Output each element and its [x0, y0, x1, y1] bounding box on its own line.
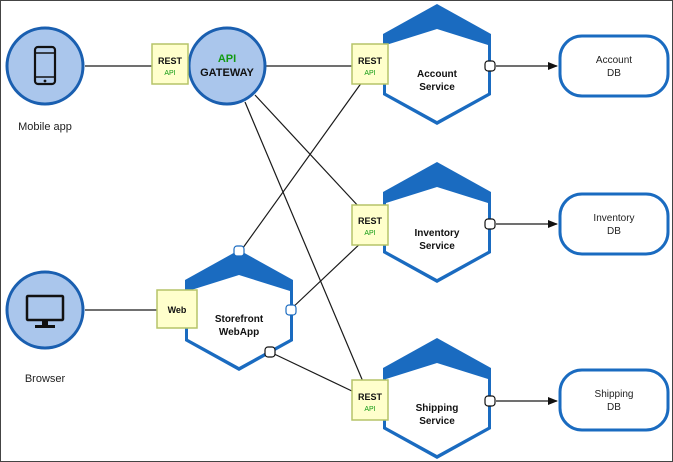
inventory-service-node[interactable]: Inventory Service — [383, 162, 491, 283]
shipping-rest-interface[interactable]: REST API — [351, 379, 389, 421]
edge-storefront-shipping — [269, 351, 355, 393]
account-db-line2: DB — [607, 68, 621, 79]
inventory-port — [484, 218, 496, 230]
rest-label: REST — [358, 216, 383, 226]
rest-label: REST — [358, 392, 383, 402]
browser-label: Browser — [25, 373, 66, 385]
shipping-service-line1: Shipping — [416, 403, 459, 414]
mobile-app-label: Mobile app — [18, 121, 72, 133]
smartphone-icon — [33, 45, 57, 86]
shipping-service-node[interactable]: Shipping Service — [383, 338, 491, 459]
storefront-line1: Storefront — [215, 314, 264, 325]
inventory-service-line1: Inventory — [414, 228, 459, 239]
shipping-db-node[interactable]: Shipping DB — [558, 368, 670, 432]
api-label: API — [364, 406, 375, 413]
account-rest-interface[interactable]: REST API — [351, 43, 389, 85]
inventory-db-node[interactable]: Inventory DB — [558, 192, 670, 256]
mobile-app-node[interactable] — [5, 26, 85, 106]
storefront-port-bottom — [264, 346, 276, 358]
rest-label: REST — [158, 56, 183, 66]
inventory-db-line2: DB — [607, 226, 621, 237]
api-label: API — [364, 70, 375, 77]
account-db-line1: Account — [596, 55, 632, 66]
account-db-node[interactable]: Account DB — [558, 34, 670, 98]
edge-storefront-inventory — [289, 239, 365, 311]
gateway-rest-interface[interactable]: REST API — [151, 43, 189, 85]
storefront-port-top — [233, 245, 245, 257]
api-gateway-node[interactable]: API GATEWAY — [187, 26, 267, 106]
edge-gateway-inventory — [254, 94, 361, 209]
gateway-label-api: API — [218, 53, 236, 65]
account-service-line2: Service — [419, 82, 455, 93]
inventory-service-line2: Service — [419, 241, 455, 252]
api-label: API — [164, 70, 175, 77]
inventory-rest-interface[interactable]: REST API — [351, 204, 389, 246]
shipping-service-line2: Service — [419, 416, 455, 427]
storefront-port-right — [285, 304, 297, 316]
shipping-port — [484, 395, 496, 407]
edge-gateway-shipping — [244, 101, 365, 385]
browser-node[interactable] — [5, 270, 85, 350]
account-port — [484, 60, 496, 72]
api-label: API — [364, 230, 375, 237]
web-label: Web — [168, 305, 187, 315]
inventory-db-line1: Inventory — [593, 213, 634, 224]
monitor-icon — [25, 294, 65, 328]
shipping-db-line1: Shipping — [595, 389, 634, 400]
storefront-web-interface[interactable]: Web — [156, 289, 198, 329]
account-service-node[interactable]: Account Service — [383, 4, 491, 125]
gateway-label-gateway: GATEWAY — [200, 67, 254, 79]
account-service-line1: Account — [417, 69, 458, 80]
storefront-webapp-node[interactable]: Storefront WebApp — [185, 250, 293, 371]
shipping-db-line2: DB — [607, 402, 621, 413]
connectors — [85, 62, 558, 405]
edge-storefront-account — [239, 81, 363, 253]
rest-label: REST — [358, 56, 383, 66]
storefront-line2: WebApp — [219, 327, 259, 338]
